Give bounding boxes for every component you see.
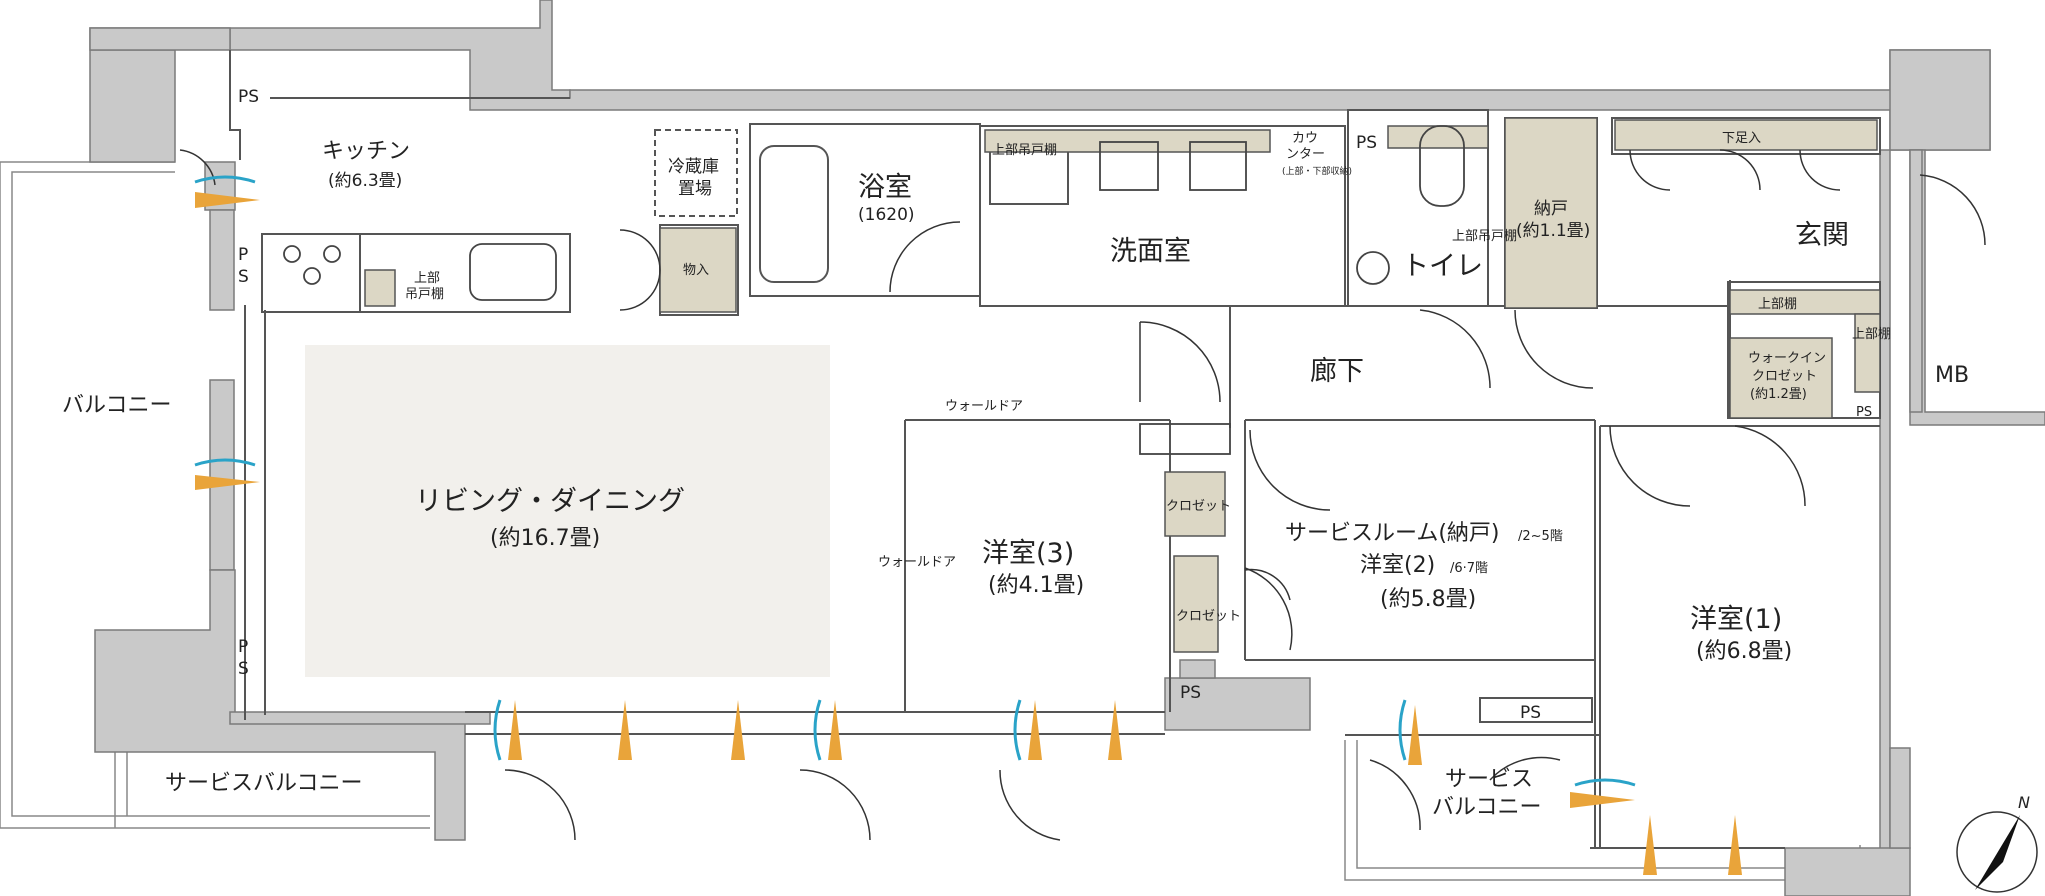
fixtures xyxy=(283,125,1465,455)
ps-label-7-top: P xyxy=(238,637,248,657)
ps-label-1: PS xyxy=(238,87,259,107)
doors xyxy=(179,149,1986,841)
storage-name: 納戸 xyxy=(1534,199,1568,219)
service-room-alt-name: 洋室(2) xyxy=(1360,553,1435,578)
ps-label-6-top: P xyxy=(238,245,248,265)
fridge-line1: 冷蔵庫 xyxy=(668,157,719,177)
living-floor xyxy=(305,345,830,677)
ps-label-4: PS xyxy=(1520,703,1541,723)
upper-shelf-label: 上部棚 xyxy=(1758,297,1797,312)
service-room-name: サービスルーム(納戸) xyxy=(1285,521,1500,546)
monoire-label: 物入 xyxy=(683,263,709,278)
storage-size: (約1.1畳) xyxy=(1516,221,1590,241)
storage-fills xyxy=(364,117,1881,653)
service-room-size: (約5.8畳) xyxy=(1380,587,1476,612)
wic-line2: クロゼット xyxy=(1752,369,1817,384)
closet-label-1: クロゼット xyxy=(1166,499,1231,514)
western3-size: (約4.1畳) xyxy=(988,573,1084,598)
entrance-name: 玄関 xyxy=(1795,220,1849,251)
fridge-line2: 置場 xyxy=(678,179,712,199)
upper-cabinet-line2: 吊戸棚 xyxy=(405,287,444,302)
ps-label-3: PS xyxy=(1180,683,1201,703)
kitchen-size: (約6.3畳) xyxy=(328,171,402,191)
service-room-floors: /2~5階 xyxy=(1518,529,1563,544)
closet-label-2: クロゼット xyxy=(1176,609,1241,624)
wall-door-label: ウォールドア xyxy=(945,399,1023,414)
service-balcony-right-line1: サービス xyxy=(1445,767,1533,792)
living-size: (約16.7畳) xyxy=(490,526,600,551)
hallway-name: 廊下 xyxy=(1310,356,1364,387)
service-room-alt-floors: /6·7階 xyxy=(1450,561,1488,576)
counter-line2: ンター xyxy=(1286,147,1325,162)
ps-label-7-bottom: S xyxy=(238,659,249,679)
western1-size: (約6.8畳) xyxy=(1696,639,1792,664)
ps-label-5: PS xyxy=(1856,405,1872,420)
upper-cabinet-line1: 上部 xyxy=(414,271,440,286)
upper-shelf-v-label: 上部棚 xyxy=(1852,327,1891,342)
labels: キッチン (約6.3畳) リビング・ダイニング (約16.7畳) 浴室 (162… xyxy=(62,87,1969,820)
bath-size: (1620) xyxy=(858,205,915,225)
wash-upper-label: 上部吊戸棚 xyxy=(992,143,1057,158)
wall-door-v-label: ウォールドア xyxy=(878,555,956,570)
structural-walls xyxy=(89,0,2045,896)
wic-line1: ウォークイン xyxy=(1748,351,1826,366)
service-balcony-right-line2: バルコニー xyxy=(1432,795,1542,820)
counter-line1: カウ xyxy=(1292,131,1318,146)
western3-name: 洋室(3) xyxy=(982,538,1074,569)
counter-note: (上部・下部収納) xyxy=(1282,165,1352,177)
living-name: リビング・ダイニング xyxy=(415,486,685,517)
balcony-name: バルコニー xyxy=(62,393,172,418)
ps-label-6-bottom: S xyxy=(238,267,249,287)
partitions xyxy=(229,50,1881,849)
service-balcony-left-name: サービスバルコニー xyxy=(165,771,363,796)
wic-size: (約1.2畳) xyxy=(1750,387,1807,402)
north-compass: N xyxy=(1956,793,2038,893)
ps-label-2: PS xyxy=(1356,133,1377,153)
north-label: N xyxy=(2018,793,2030,812)
toilet-upper-label: 上部吊戸棚 xyxy=(1452,229,1517,244)
mb-label: MB xyxy=(1935,363,1969,388)
shoe-rack-label: 下足入 xyxy=(1722,131,1761,146)
airflow-marks xyxy=(194,175,1742,875)
toilet-name: トイレ xyxy=(1402,251,1483,282)
western1-name: 洋室(1) xyxy=(1690,604,1782,635)
bath-name: 浴室 xyxy=(858,172,912,203)
kitchen-name: キッチン xyxy=(322,139,410,164)
washroom-name: 洗面室 xyxy=(1110,236,1191,267)
